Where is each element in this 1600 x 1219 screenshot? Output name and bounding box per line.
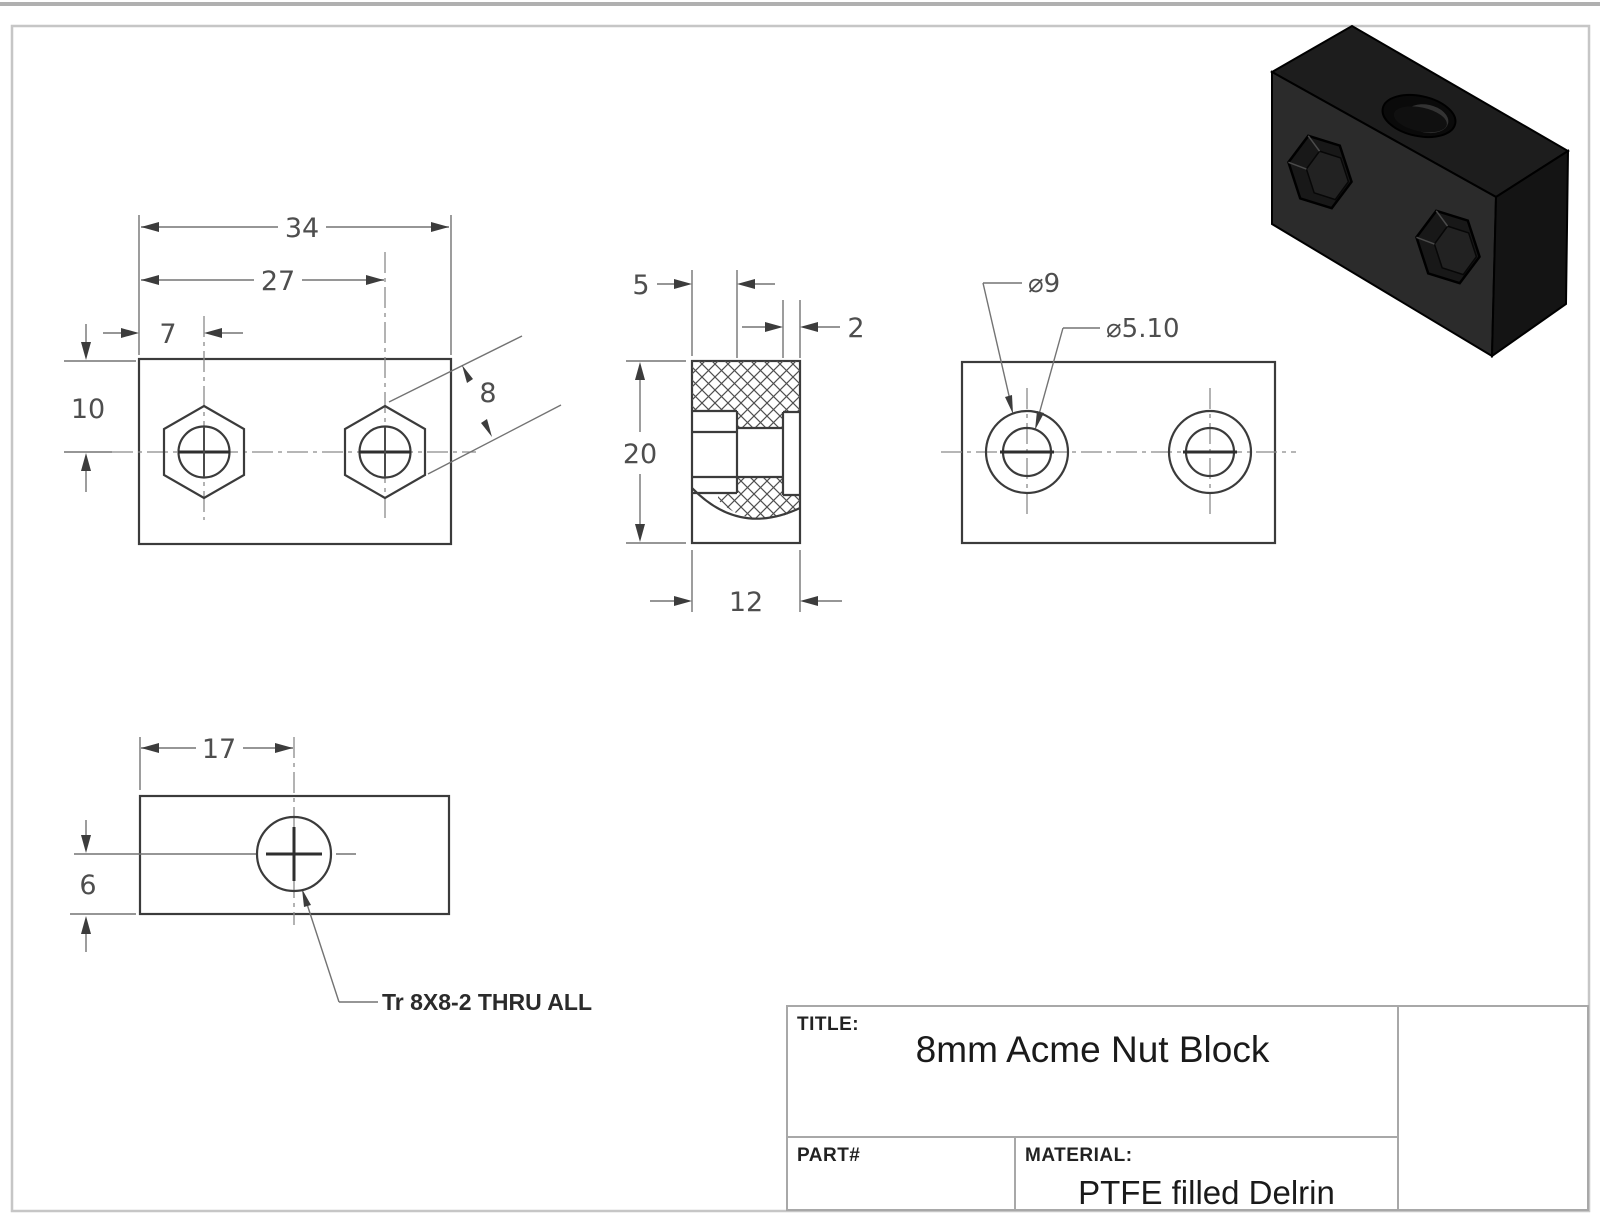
isometric-view — [1269, 24, 1570, 358]
front-view: 34 27 7 10 — [64, 213, 562, 546]
iso-top-hole — [1381, 93, 1457, 139]
section-view: 5 2 20 12 — [623, 270, 865, 618]
leader-counterbore: ⌀9 — [982, 269, 1060, 414]
hole-left — [984, 409, 1070, 495]
dim-height: 20 — [623, 360, 686, 544]
dim-overall-width-text: 34 — [285, 213, 319, 244]
iso-right-face — [1490, 149, 1570, 358]
material-value: PTFE filled Delrin — [1078, 1174, 1335, 1211]
iso-hex-recess-left — [1287, 134, 1353, 210]
dim-depth-text: 12 — [729, 587, 763, 618]
back-view: ⌀9 ⌀5.10 — [941, 269, 1296, 545]
leader-thru-hole: ⌀5.10 — [1035, 314, 1180, 430]
dim-center-height-text: 10 — [71, 394, 105, 425]
hex-nut-left — [162, 404, 246, 500]
part-number-cell: PART# — [788, 1138, 1016, 1209]
thread-hole — [255, 815, 333, 893]
dim-hex-flats: 8 — [388, 335, 562, 475]
dim-first-hole: 7 — [103, 319, 243, 350]
label-counterbore-text: ⌀9 — [1028, 269, 1060, 299]
thread-note-leader: Tr 8X8-2 THRU ALL — [302, 889, 592, 1015]
dim-hole-from-edge-text: 17 — [202, 734, 236, 765]
dim-slot: 2 — [742, 300, 865, 358]
title-block-empty-cell — [1399, 1007, 1587, 1209]
dim-depth: 12 — [650, 550, 842, 618]
drawing-title: 8mm Acme Nut Block — [915, 1029, 1270, 1070]
iso-hex-recess-right — [1415, 209, 1481, 285]
hex-nut-right — [343, 404, 427, 500]
section-hatch-bottom — [718, 477, 800, 519]
dim-hex-flats-text: 8 — [479, 378, 496, 409]
dim-hole-spacing: 27 — [141, 266, 384, 297]
hole-right — [1167, 409, 1253, 495]
title-row: TITLE: 8mm Acme Nut Block — [788, 1007, 1397, 1138]
title-label: TITLE: — [797, 1014, 860, 1035]
dim-nut-pocket-depth-text: 5 — [632, 270, 649, 301]
dim-first-hole-text: 7 — [159, 319, 176, 350]
dim-center-height: 10 — [64, 324, 136, 492]
dim-hole-spacing-text: 27 — [261, 266, 295, 297]
material-cell: MATERIAL: PTFE filled Delrin — [1016, 1138, 1397, 1211]
dim-hole-from-bottom: 6 — [70, 820, 136, 952]
dim-height-text: 20 — [623, 439, 657, 470]
title-block-main: TITLE: 8mm Acme Nut Block PART# MATERIAL… — [788, 1007, 1399, 1211]
dim-nut-pocket-depth: 5 — [632, 270, 775, 358]
bottom-view: 17 6 Tr 8X8-2 THRU ALL — [70, 734, 592, 1015]
dim-hole-from-edge: 17 — [139, 734, 293, 790]
section-hatch-top — [692, 361, 800, 428]
material-label: MATERIAL: — [1025, 1145, 1133, 1166]
label-thru-hole-text: ⌀5.10 — [1106, 314, 1180, 344]
title-block-bottom-row: PART# MATERIAL: PTFE filled Delrin — [788, 1138, 1397, 1211]
part-number-label: PART# — [797, 1145, 861, 1166]
thread-note-text: Tr 8X8-2 THRU ALL — [382, 989, 592, 1015]
dim-hole-from-bottom-text: 6 — [79, 870, 96, 901]
dim-overall-width: 34 — [138, 213, 452, 355]
dim-slot-text: 2 — [847, 313, 864, 344]
title-block: TITLE: 8mm Acme Nut Block PART# MATERIAL… — [786, 1005, 1589, 1211]
